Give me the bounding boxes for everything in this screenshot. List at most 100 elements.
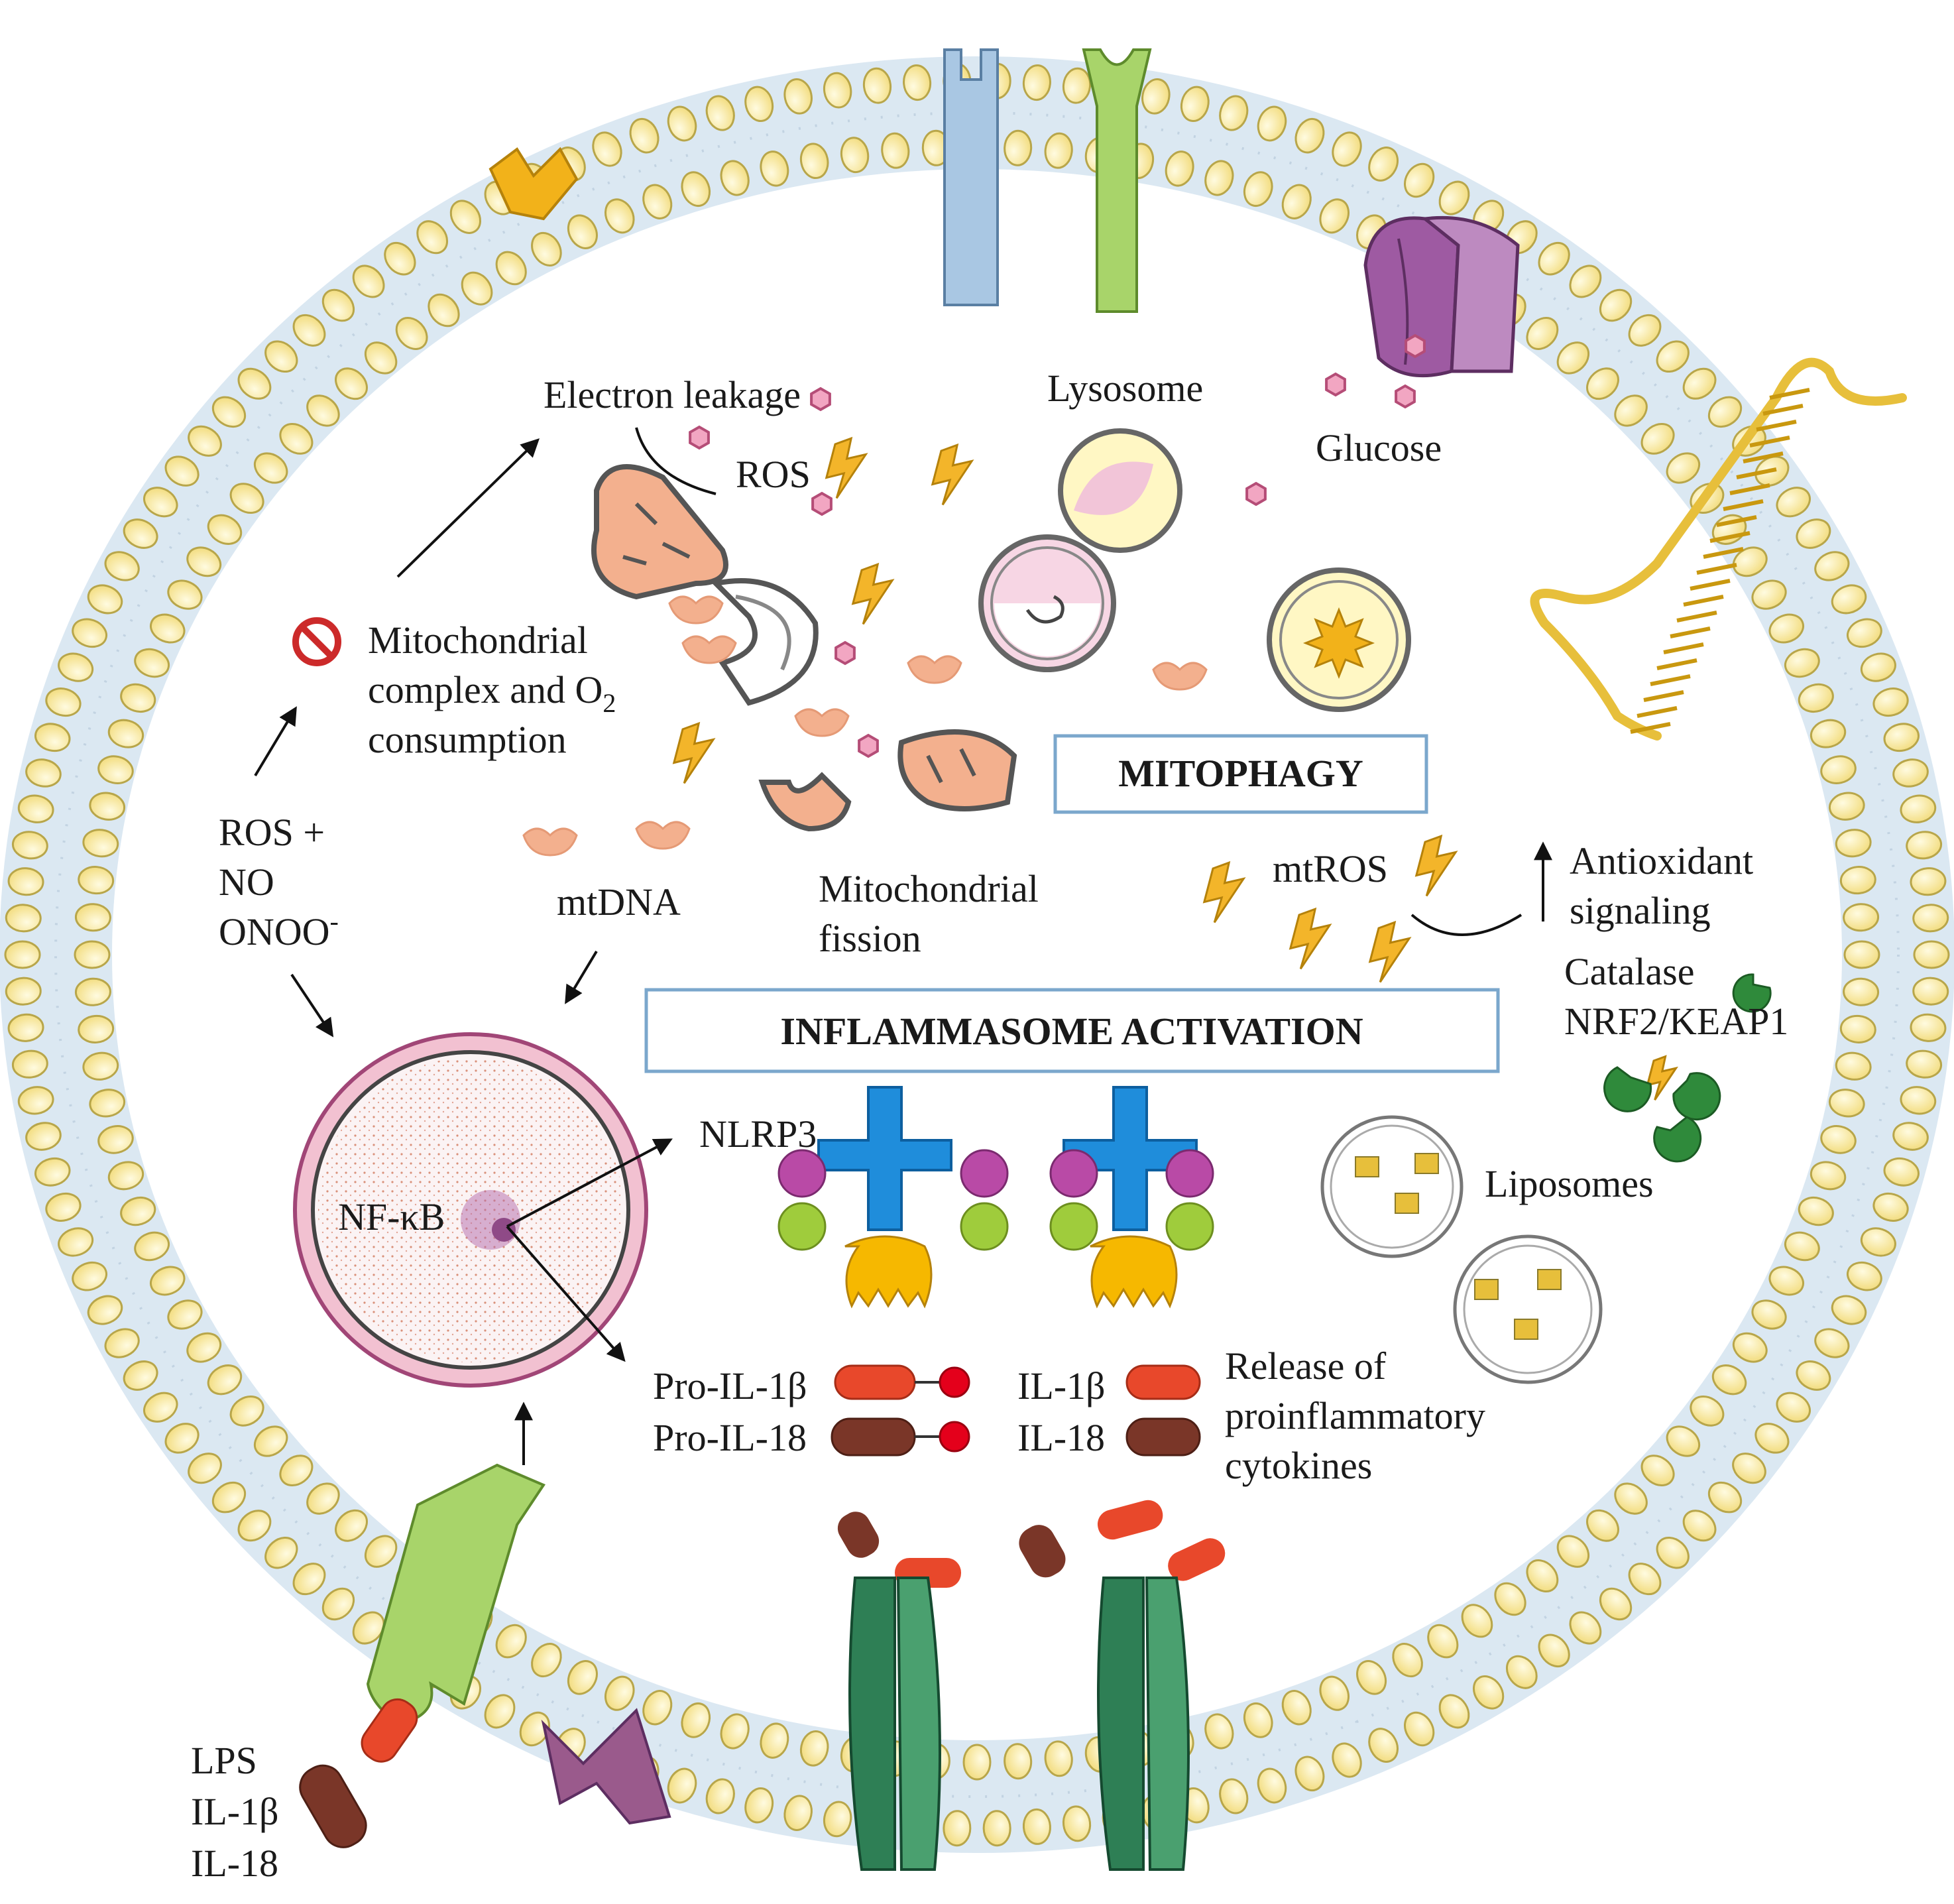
label-lps: LPS bbox=[191, 1739, 257, 1782]
lipid-head bbox=[1860, 652, 1896, 682]
label-pro-il1b: Pro-IL-1β bbox=[653, 1364, 807, 1407]
lipid-head bbox=[783, 1795, 813, 1831]
label-no: NO bbox=[219, 861, 274, 904]
lipid-head bbox=[823, 1801, 852, 1838]
lipid-head bbox=[1900, 794, 1937, 823]
lipid-head bbox=[45, 1192, 82, 1222]
lipid-head bbox=[1892, 758, 1929, 788]
lipid-head bbox=[428, 293, 460, 327]
lipid-head bbox=[167, 579, 203, 610]
lipid-head bbox=[1281, 184, 1312, 219]
lipid-head bbox=[1368, 1728, 1399, 1763]
lipid-head bbox=[1461, 1604, 1493, 1638]
lipid-head bbox=[1754, 1423, 1790, 1454]
lipid-head bbox=[1180, 86, 1210, 122]
lipid-head bbox=[1614, 394, 1648, 427]
lipid-head bbox=[1438, 1694, 1470, 1729]
pro-il18-shape bbox=[831, 1417, 970, 1457]
lipid-head bbox=[167, 1299, 203, 1330]
lipid-head bbox=[1219, 95, 1249, 131]
lipid-head bbox=[1640, 1455, 1675, 1486]
lipid-head bbox=[1586, 367, 1619, 400]
nlrp3-inflammasome-right bbox=[1049, 1086, 1214, 1309]
lipid-head bbox=[395, 316, 428, 350]
lipid-head bbox=[335, 1509, 368, 1542]
lipid-head bbox=[1910, 867, 1947, 896]
lipid-head bbox=[681, 1702, 711, 1738]
lipid-head bbox=[17, 1086, 54, 1115]
lipid-head bbox=[1910, 1013, 1947, 1042]
lipid-head bbox=[207, 514, 243, 545]
lipid-head bbox=[1835, 829, 1872, 858]
lipid-head bbox=[1814, 1328, 1850, 1358]
lipid-head bbox=[364, 1535, 398, 1568]
lipid-head bbox=[495, 1624, 527, 1659]
label-il18-out: IL-18 bbox=[191, 1842, 278, 1885]
lipid-head bbox=[1828, 792, 1865, 821]
lipid-head bbox=[78, 1014, 115, 1043]
lipid-head bbox=[1828, 1089, 1865, 1118]
lipid-head bbox=[58, 1227, 94, 1257]
nrf2-keap1-complex bbox=[1603, 1066, 1721, 1163]
lipid-head bbox=[229, 483, 264, 514]
lipid-head bbox=[1883, 723, 1920, 752]
lipid-head bbox=[962, 1744, 992, 1781]
lipid-head bbox=[1839, 866, 1876, 895]
lipid-head bbox=[1538, 1634, 1570, 1668]
label-release-2: proinflammatory bbox=[1225, 1394, 1485, 1437]
lipid-head bbox=[1872, 687, 1909, 717]
mitochondrion-2 bbox=[710, 578, 819, 706]
il1b-shape bbox=[1125, 1364, 1201, 1400]
lipid-head bbox=[1682, 1510, 1717, 1542]
lipid-head bbox=[495, 251, 527, 286]
lipid-head bbox=[97, 1125, 134, 1154]
lipid-head bbox=[1556, 1535, 1590, 1568]
mtdna-fragments bbox=[522, 595, 1208, 857]
lipid-head bbox=[321, 1587, 355, 1621]
lipid-head bbox=[1798, 683, 1834, 713]
lipid-head bbox=[1872, 1192, 1909, 1222]
lipid-head bbox=[1831, 1295, 1867, 1325]
lipid-head bbox=[1628, 1563, 1662, 1596]
lipid-head bbox=[364, 341, 398, 375]
lipid-head bbox=[1768, 1266, 1804, 1296]
mitochondrion-3 bbox=[897, 729, 1017, 811]
il18-shape bbox=[1125, 1417, 1201, 1457]
lipid-head bbox=[1912, 904, 1949, 933]
autolysosome bbox=[1267, 567, 1411, 712]
lipid-head bbox=[237, 367, 272, 400]
lipid-head bbox=[264, 1536, 298, 1569]
lipid-head bbox=[1526, 316, 1559, 350]
membrane-receptor-green-top bbox=[1082, 48, 1152, 313]
label-mtdna: mtDNA bbox=[557, 880, 681, 923]
lipid-head bbox=[89, 792, 126, 821]
lipid-head bbox=[1835, 1051, 1872, 1081]
lipid-head bbox=[1656, 340, 1690, 373]
lipid-head bbox=[321, 288, 355, 322]
lipid-head bbox=[1820, 755, 1857, 784]
lipid-head bbox=[567, 1660, 598, 1695]
lipid-head bbox=[306, 394, 340, 427]
lipid-head bbox=[1022, 1808, 1051, 1845]
lipid-head bbox=[1666, 1425, 1701, 1457]
lipid-head bbox=[1257, 105, 1287, 142]
lipid-head bbox=[760, 1722, 789, 1759]
lipid-head bbox=[7, 1013, 44, 1042]
lipid-head bbox=[1732, 1453, 1766, 1484]
lipid-head bbox=[1599, 1587, 1633, 1621]
lipid-head bbox=[1768, 613, 1804, 644]
lipid-head bbox=[120, 1196, 156, 1226]
lipid-head bbox=[164, 455, 200, 487]
lipid-head bbox=[188, 425, 222, 457]
lipid-head bbox=[352, 265, 385, 298]
lipid-head bbox=[903, 64, 932, 101]
lipid-head bbox=[484, 1694, 516, 1729]
lipid-head bbox=[72, 1261, 107, 1291]
lipid-head bbox=[1640, 423, 1675, 455]
arrows bbox=[254, 427, 1552, 1465]
lipid-head bbox=[1820, 1125, 1857, 1154]
lipid-head bbox=[567, 214, 598, 249]
ligand-il1b bbox=[361, 1698, 418, 1763]
lipid-head bbox=[207, 1364, 243, 1396]
